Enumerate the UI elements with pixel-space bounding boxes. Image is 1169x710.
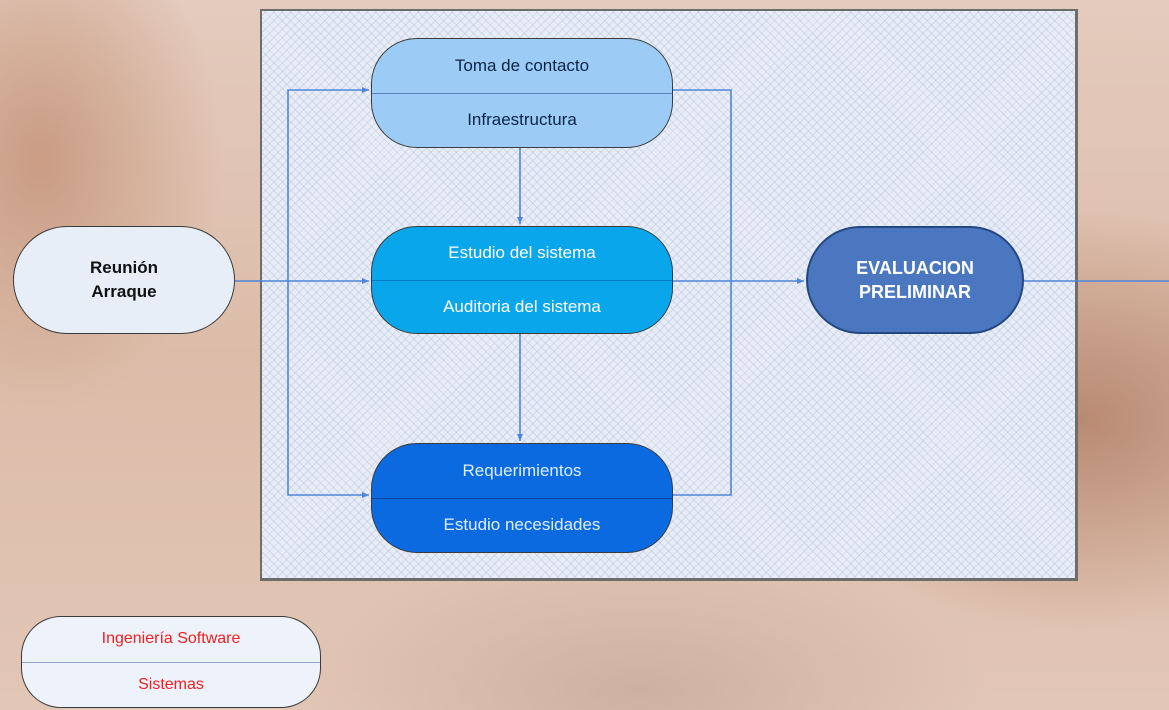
node-evaluacion-preliminar: EVALUACION PRELIMINAR (806, 226, 1024, 334)
arrow-left-bus-to-requerimientos (287, 281, 369, 498)
node-estudio-top-label: Estudio del sistema (372, 227, 672, 281)
node-arranque-line2: Arraque (91, 282, 157, 301)
node-evaluacion-line1: EVALUACION (856, 258, 974, 278)
connector-requerimientos-to-right-bus (673, 281, 732, 496)
node-estudio-bottom-label: Auditoria del sistema (443, 296, 601, 316)
connector-contacto-to-right-bus (673, 89, 732, 281)
node-arranque-line1: Reunión (90, 258, 158, 277)
node-evaluacion-line2: PRELIMINAR (859, 282, 971, 302)
node-requerimientos: Requerimientos Estudio necesidades (371, 443, 673, 553)
arrow-left-bus-to-contacto (287, 87, 369, 281)
legend-node: Ingeniería Software Sistemas (21, 616, 321, 708)
node-requerimientos-top-label: Requerimientos (372, 444, 672, 499)
node-toma-de-contacto: Toma de contacto Infraestructura (371, 38, 673, 148)
node-requerimientos-bottom-label: Estudio necesidades (443, 515, 601, 535)
legend-bottom-label: Sistemas (138, 675, 204, 693)
legend-top-label: Ingeniería Software (22, 617, 320, 663)
node-estudio-del-sistema: Estudio del sistema Auditoria del sistem… (371, 226, 673, 334)
node-contacto-bottom-label: Infraestructura (467, 110, 577, 130)
node-reunion-arranque: Reunión Arraque (13, 226, 235, 334)
node-contacto-top-label: Toma de contacto (372, 39, 672, 94)
